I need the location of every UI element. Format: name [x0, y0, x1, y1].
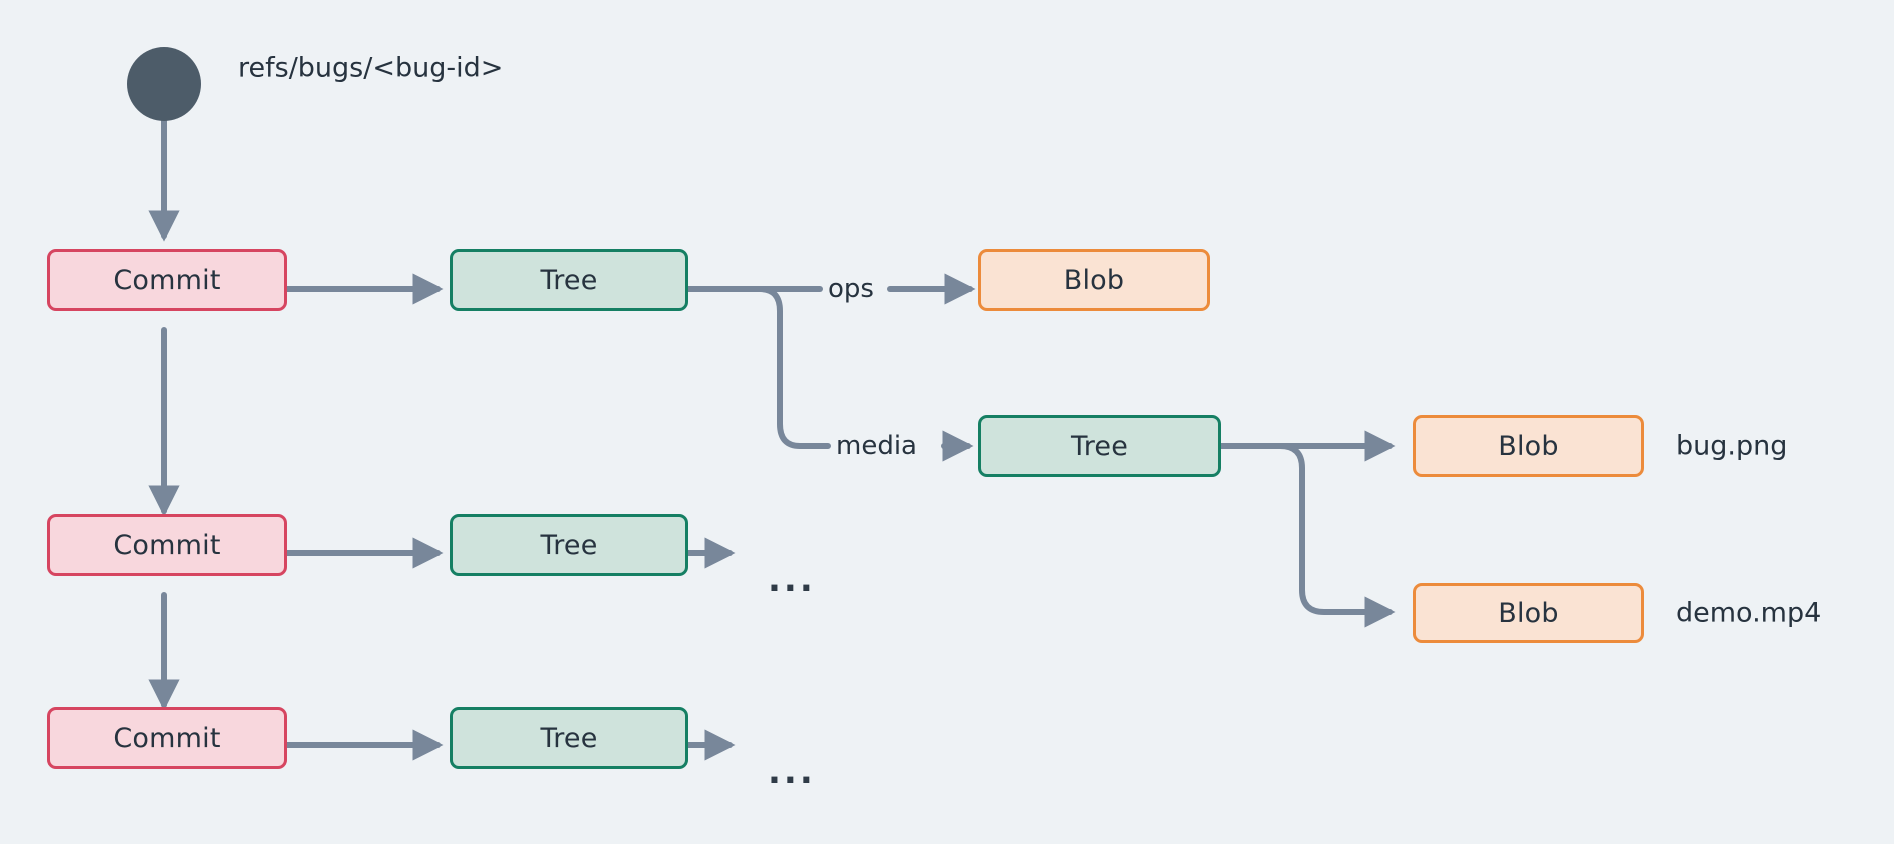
node-commit-2[interactable]: Commit	[47, 514, 287, 576]
file-label-demo-mp4: demo.mp4	[1676, 597, 1822, 629]
node-commit-3[interactable]: Commit	[47, 707, 287, 769]
ellipsis-row-2: ...	[768, 560, 816, 600]
node-tree-media[interactable]: Tree	[978, 415, 1221, 477]
ellipsis-row-3: ...	[768, 752, 816, 792]
node-commit-2-label: Commit	[113, 529, 221, 561]
node-tree-2[interactable]: Tree	[450, 514, 688, 576]
edge-tree1-to-media	[685, 286, 831, 449]
node-blob-ops-label: Blob	[1063, 264, 1125, 296]
node-blob-bug-png[interactable]: Blob	[1413, 415, 1644, 477]
node-tree-1[interactable]: Tree	[450, 249, 688, 311]
node-tree-3[interactable]: Tree	[450, 707, 688, 769]
ref-start-circle[interactable]	[127, 47, 201, 121]
node-commit-3-label: Commit	[113, 722, 221, 754]
node-blob-bug-png-label: Blob	[1498, 430, 1559, 462]
node-blob-demo-mp4-label: Blob	[1498, 597, 1559, 629]
node-tree-1-label: Tree	[540, 264, 598, 296]
ref-label: refs/bugs/<bug-id>	[238, 52, 504, 84]
node-tree-3-label: Tree	[540, 722, 598, 754]
edge-label-media: media	[832, 431, 921, 461]
node-commit-1-label: Commit	[113, 264, 221, 296]
file-label-bug-png: bug.png	[1676, 430, 1788, 462]
edge-treemedia-to-blobmp4	[1218, 443, 1396, 628]
node-tree-media-label: Tree	[1070, 430, 1129, 462]
node-blob-demo-mp4[interactable]: Blob	[1413, 583, 1644, 643]
node-blob-ops[interactable]: Blob	[978, 249, 1210, 311]
edge-label-ops: ops	[824, 274, 878, 304]
node-commit-1[interactable]: Commit	[47, 249, 287, 311]
node-tree-2-label: Tree	[540, 529, 598, 561]
